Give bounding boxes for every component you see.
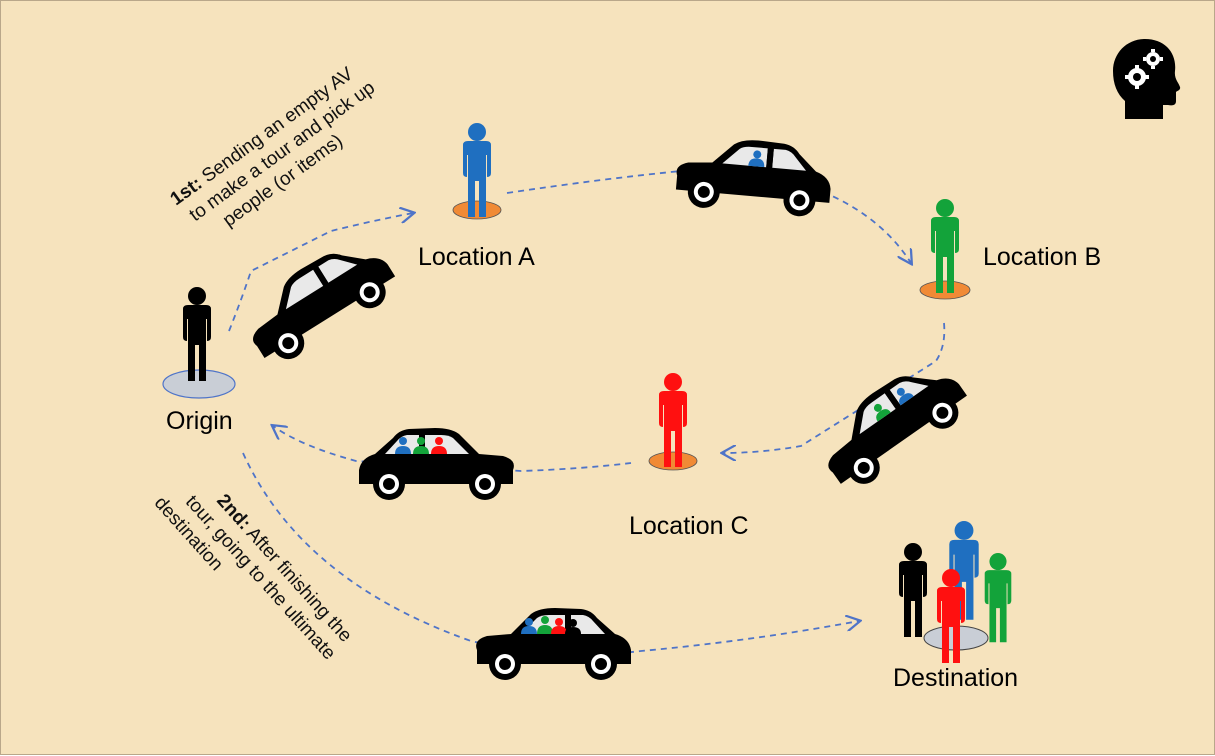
location-a-label: Location A <box>418 243 535 271</box>
origin-person-icon <box>183 287 211 381</box>
car-empty-icon <box>234 228 404 372</box>
location-a-marker <box>452 123 502 220</box>
car-with-passenger-a-icon <box>673 133 835 219</box>
location-b-label: Location B <box>983 243 1101 271</box>
route-b-to-c <box>723 322 946 453</box>
location-b-person-icon <box>931 199 959 293</box>
car-to-destination-icon <box>476 608 631 680</box>
second-step-note: 2nd: After finishing the tour, going to … <box>150 490 356 664</box>
first-step-note: 1st: Sending an empty AV to make a tour … <box>167 63 380 231</box>
origin-label: Origin <box>166 407 233 435</box>
location-b-marker <box>919 199 971 300</box>
route-origin-to-a <box>228 213 413 332</box>
car-with-passengers-ab-icon <box>807 349 977 498</box>
route-c-to-origin <box>273 426 632 472</box>
route-arrows <box>228 170 946 656</box>
location-c-label: Location C <box>629 512 749 540</box>
car-with-passengers-abc-icon <box>359 428 514 500</box>
first-step-line-2: to make a tour and pick up <box>186 77 380 226</box>
destination-person-green-icon <box>984 553 1012 643</box>
origin-marker <box>162 287 236 399</box>
destination-label: Destination <box>893 664 1018 692</box>
head-with-gears-icon <box>1113 39 1181 119</box>
destination-marker <box>899 521 1012 663</box>
second-step-line-2: tour, going to the ultimate <box>181 491 339 664</box>
route-origin-to-destination <box>242 452 859 656</box>
location-c-marker <box>648 373 698 471</box>
destination-person-black-icon <box>899 543 927 637</box>
